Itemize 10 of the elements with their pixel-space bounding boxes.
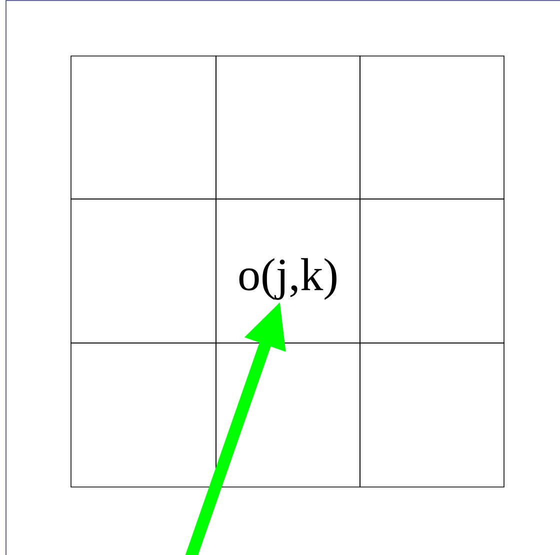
cell-label: o(j,k): [239, 258, 336, 300]
grid-cell: [360, 56, 504, 200]
grid-cell: [216, 56, 360, 200]
grid-cell: [70, 56, 216, 200]
grid-cell: [360, 198, 504, 344]
grid-cell: [70, 198, 216, 344]
grid-cell: [70, 342, 216, 488]
grid-cell: [216, 198, 360, 344]
grid-cell: [216, 342, 360, 488]
grid-cell: [360, 342, 504, 488]
